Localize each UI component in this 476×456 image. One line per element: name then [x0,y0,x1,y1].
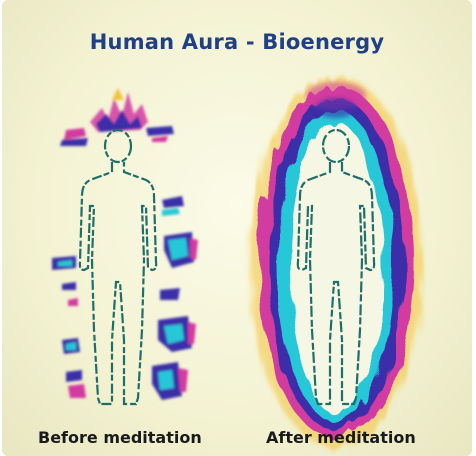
full-aura [250,76,422,448]
caption-after-meditation: After meditation [266,428,416,447]
caption-before-meditation: Before meditation [38,428,202,447]
